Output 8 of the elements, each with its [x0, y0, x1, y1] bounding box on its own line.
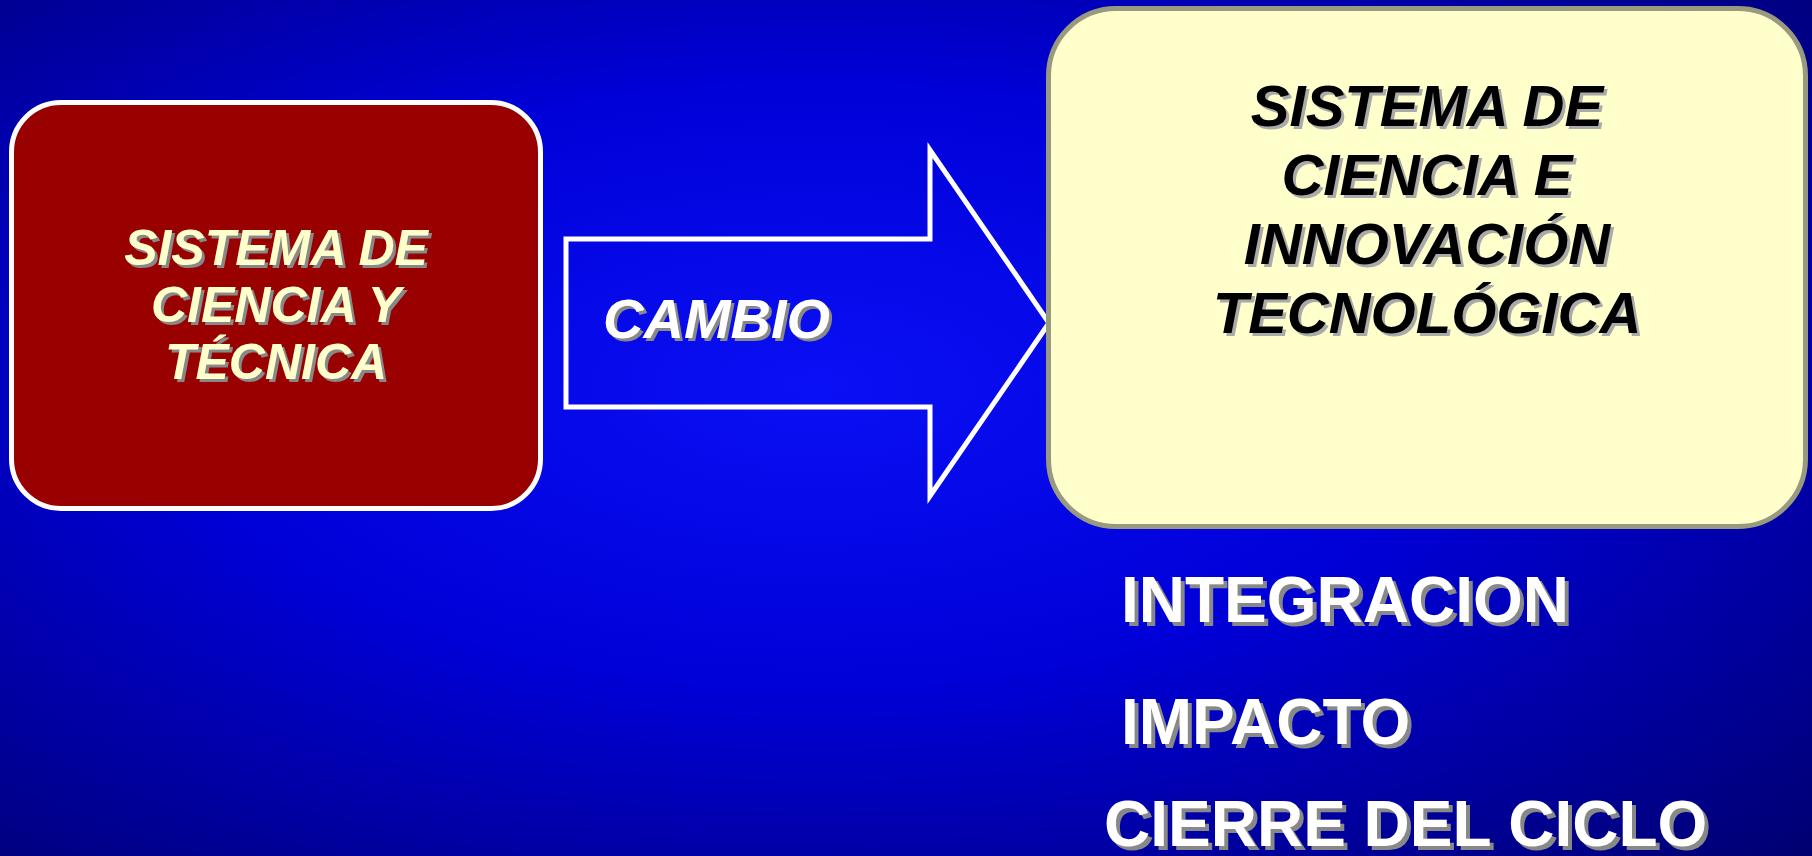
heading-text: IMPACTO — [1121, 687, 1411, 757]
heading-text: INTEGRACION — [1121, 565, 1569, 635]
rounded-box — [9, 100, 543, 511]
box-title: SISTEMA DE CIENCIA Y TÉCNICA — [123, 220, 430, 391]
box-title: SISTEMA DE CIENCIA E INNOVACIÓN TECNOLÓGICA — [1211, 72, 1643, 347]
heading-text: CIERRE DEL CICLO — [1104, 789, 1708, 856]
edge-label: CAMBIO — [603, 287, 831, 351]
rounded-box — [1046, 6, 1808, 529]
